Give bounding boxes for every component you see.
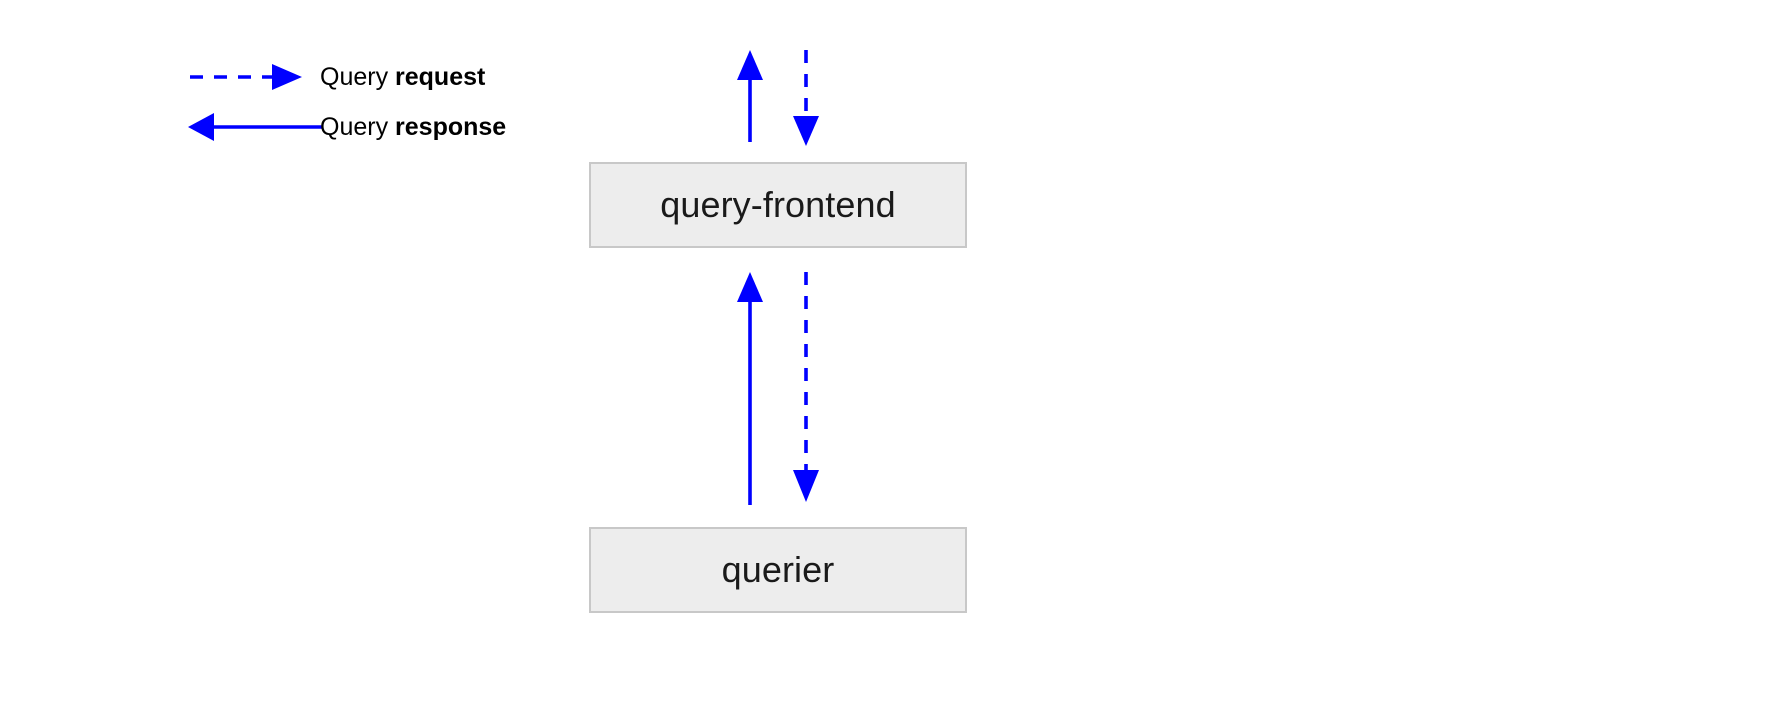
legend-item-query-response: Query response — [186, 102, 606, 152]
legend-label-emphasis: response — [395, 113, 507, 141]
node-query-frontend[interactable]: query-frontend — [589, 162, 967, 248]
edge-frontend-to-querier-request — [793, 272, 819, 502]
node-label: query-frontend — [660, 184, 896, 225]
legend-item-query-request: Query request — [186, 52, 606, 102]
edge-ingress-request — [793, 50, 819, 146]
legend-label-lead: Query — [320, 63, 396, 91]
legend: Query request Query response — [186, 52, 606, 152]
legend-label-lead: Query — [320, 113, 396, 141]
edge-ingress-response — [737, 50, 763, 142]
legend-label-query-response: Query response — [320, 102, 506, 152]
node-label: querier — [721, 549, 835, 590]
dashed-arrow-right-icon — [186, 52, 326, 102]
solid-arrow-left-icon — [186, 102, 326, 152]
edge-querier-to-frontend-response — [737, 272, 763, 505]
legend-label-emphasis: request — [395, 63, 486, 91]
legend-label-query-request: Query request — [320, 52, 485, 102]
node-querier[interactable]: querier — [589, 527, 967, 613]
